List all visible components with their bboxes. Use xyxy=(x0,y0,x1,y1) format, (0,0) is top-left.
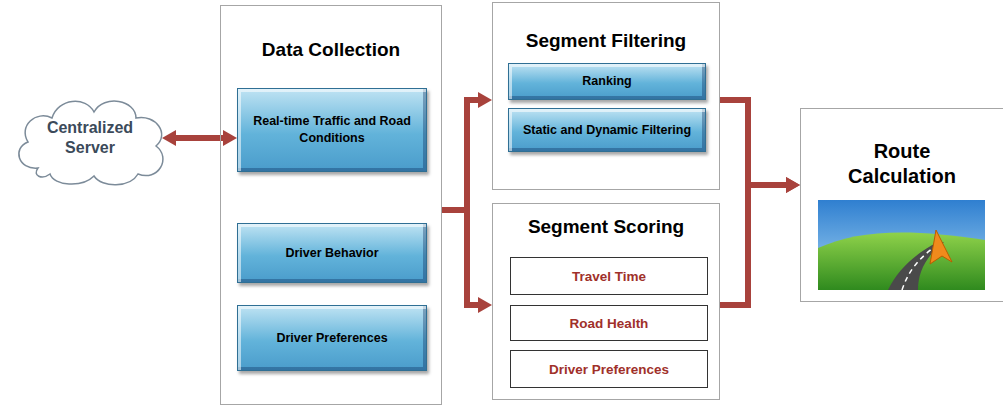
group-box: Data CollectionReal-time Traffic and Roa… xyxy=(220,5,442,405)
flow-arrow xyxy=(442,210,478,305)
box-label: Real-time Traffic and Road Conditions xyxy=(250,113,414,147)
flow-arrow xyxy=(442,100,478,210)
box-label: Ranking xyxy=(582,73,631,90)
route-icon xyxy=(818,200,985,290)
heading-text: Segment Filtering xyxy=(493,30,719,52)
hill xyxy=(818,232,985,290)
box-label: Driver Preferences xyxy=(276,330,387,347)
process-box: Driver Preferences xyxy=(237,305,427,371)
box-label: Centralized Server xyxy=(38,118,142,158)
output-box: Route Calculation xyxy=(800,108,1003,302)
nav-arrow xyxy=(930,230,952,264)
box-label: Road Health xyxy=(570,316,649,331)
process-box: Driver Behavior xyxy=(237,223,427,283)
heading-text: Route Calculation xyxy=(837,139,967,189)
box-label: Driver Behavior xyxy=(285,245,378,262)
process-box: Real-time Traffic and Road Conditions xyxy=(237,88,427,172)
heading-text: Data Collection xyxy=(221,39,441,61)
flow-arrow xyxy=(720,185,786,305)
criterion-box: Road Health xyxy=(510,305,708,341)
sky xyxy=(818,200,985,290)
heading-text: Segment Scoring xyxy=(493,216,719,238)
cloud-outline xyxy=(8,88,172,188)
server-cloud: Centralized Server xyxy=(8,88,172,188)
box-label: Static and Dynamic Filtering xyxy=(523,122,691,139)
process-box: Ranking xyxy=(508,63,706,100)
criterion-box: Travel Time xyxy=(510,257,708,295)
group-box: Segment ScoringTravel TimeRoad HealthDri… xyxy=(492,203,720,400)
criterion-box: Driver Preferences xyxy=(510,350,708,388)
group-box: Segment FilteringRankingStatic and Dynam… xyxy=(492,2,720,190)
flow-arrow xyxy=(176,135,223,141)
process-box: Static and Dynamic Filtering xyxy=(508,108,706,152)
cloud-shape xyxy=(19,101,163,185)
flow-arrow xyxy=(720,100,786,185)
box-label: Driver Preferences xyxy=(549,362,669,377)
box-label: Travel Time xyxy=(572,269,646,284)
